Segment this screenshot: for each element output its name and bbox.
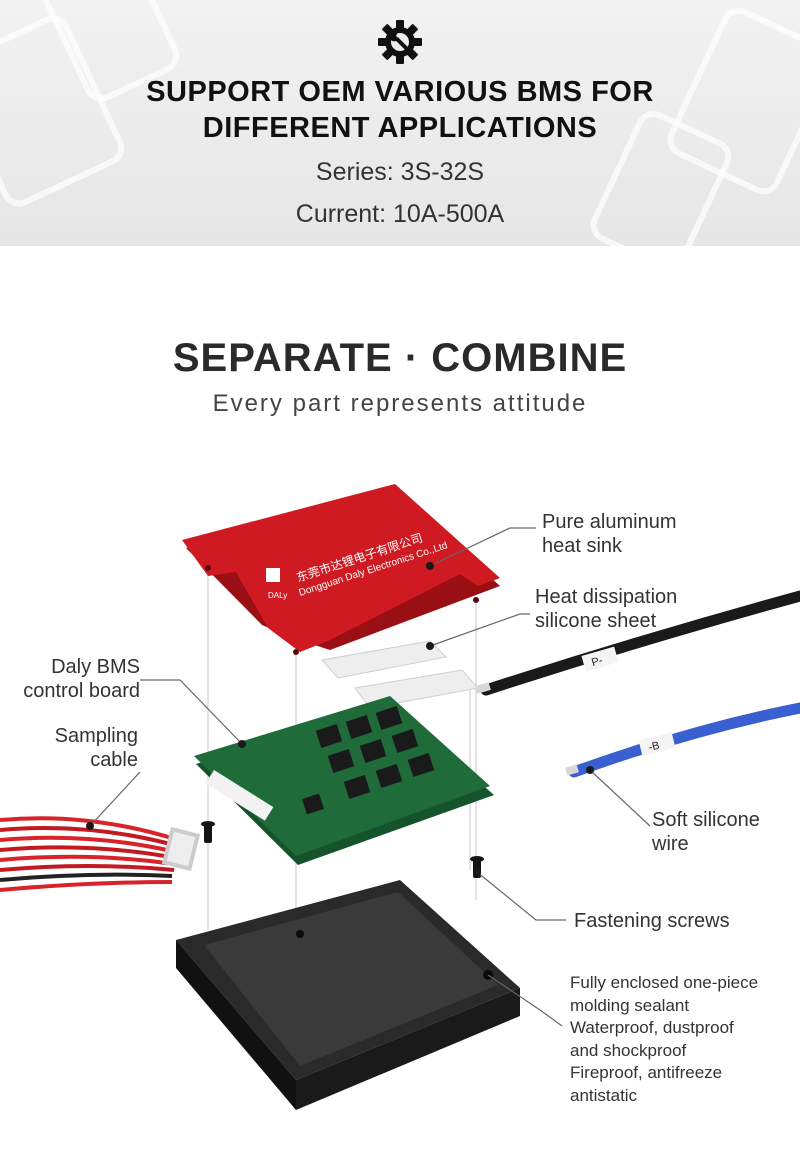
banner-headline-line2: DIFFERENT APPLICATIONS	[202, 112, 598, 144]
banner-current: Current: 10A-500A	[295, 200, 505, 228]
label-enclosure: Fully enclosed one-piece molding sealant…	[570, 973, 759, 1105]
section-tagline: Every part represents attitude	[212, 390, 588, 417]
label-fastening-screws: Fastening screws	[574, 910, 730, 932]
top-banner: SUPPORT OEM VARIOUS BMS FOR DIFFERENT AP…	[0, 0, 800, 246]
blue-silicone-wire: -B	[565, 702, 800, 778]
banner-series: Series: 3S-32S	[315, 158, 485, 186]
callout-dots	[86, 562, 594, 876]
label-silicone-wire: Soft silicone wire	[652, 809, 760, 855]
section-title: SEPARATE · COMBINE	[172, 336, 628, 380]
label-heat-sink: Pure aluminum heat sink	[542, 511, 677, 557]
callout-lines	[89, 527, 651, 1027]
gear-wrench-icon	[378, 20, 422, 64]
label-silicone-sheet: Heat dissipation silicone sheet	[535, 586, 678, 632]
bms-control-board	[194, 696, 494, 865]
daly-logo-icon	[266, 568, 280, 582]
label-control-board: Daly BMS control board	[23, 656, 140, 702]
sampling-cable	[0, 816, 201, 892]
label-sampling-cable: Sampling cable	[54, 725, 138, 771]
banner-headline-line1: SUPPORT OEM VARIOUS BMS FOR	[146, 76, 654, 108]
cover-brand: DALy	[268, 591, 287, 600]
black-silicone-wire: P-	[475, 590, 800, 696]
wire-tag-p: P-	[590, 655, 604, 670]
black-enclosure-case	[176, 880, 520, 1110]
aluminum-heat-sink-cover: 东莞市达锂电子有限公司 Dongguan Daly Electronics Co…	[182, 484, 500, 655]
wire-tag-b: -B	[647, 740, 661, 754]
silicone-sheets	[321, 640, 479, 709]
